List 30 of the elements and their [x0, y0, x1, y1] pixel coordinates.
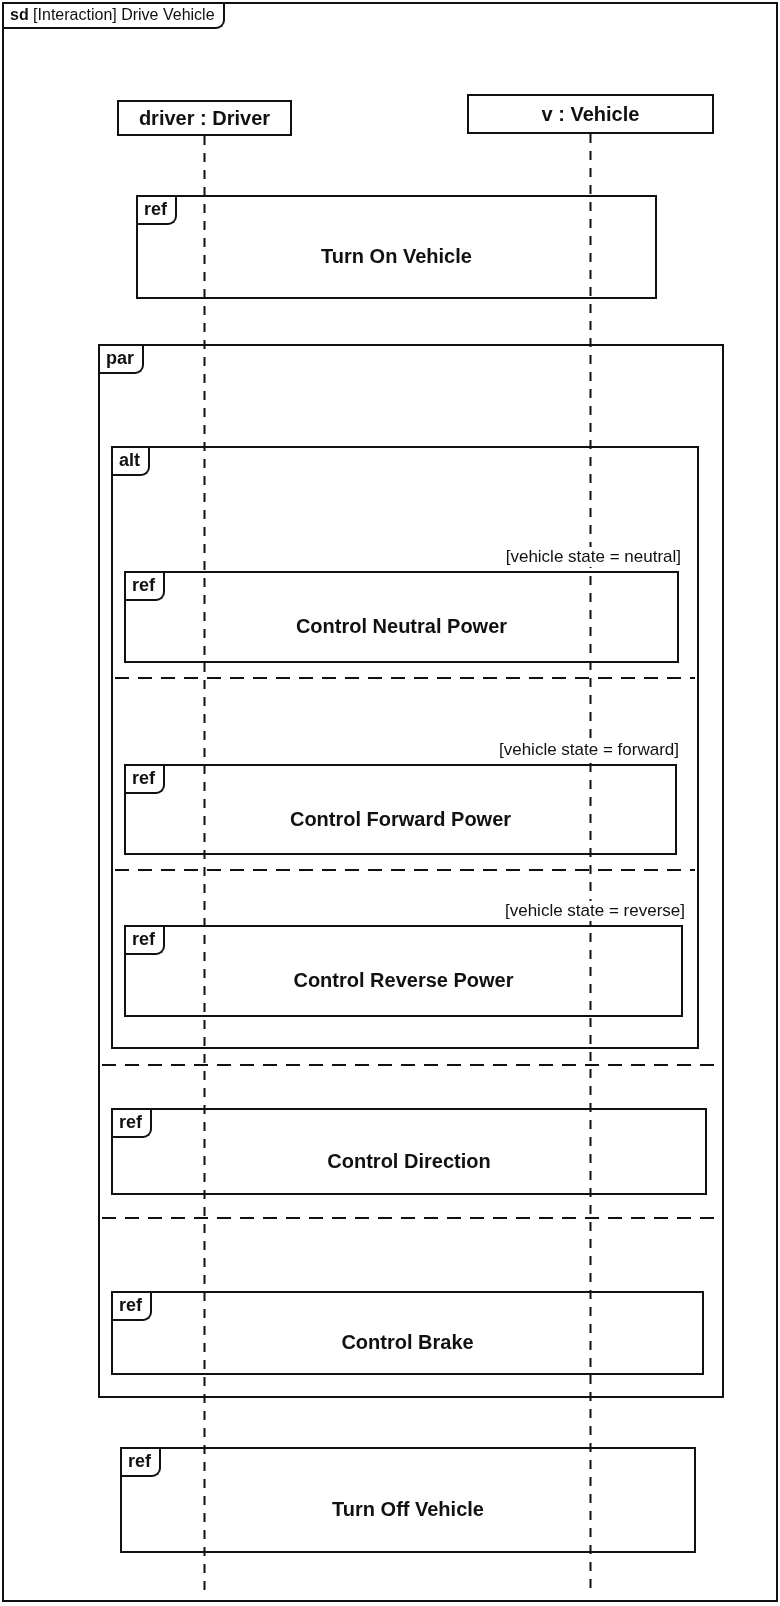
guard-condition: [vehicle state = reverse]: [503, 901, 687, 921]
interaction-use-box: [111, 1108, 707, 1195]
operator-label: ref: [138, 197, 177, 225]
interaction-name: Turn On Vehicle: [320, 245, 473, 268]
operator-label: ref: [113, 1293, 152, 1321]
interaction-use-box: [111, 1291, 704, 1375]
interaction-name: Turn Off Vehicle: [331, 1498, 485, 1521]
lifeline-head: [117, 100, 292, 136]
operator-label: par: [100, 346, 144, 374]
guard-condition: [vehicle state = forward]: [497, 740, 681, 760]
operator-label: ref: [126, 927, 165, 955]
operator-label: ref: [122, 1449, 161, 1477]
operator-label: alt: [113, 448, 150, 476]
operator-label: ref: [126, 573, 165, 601]
combined-fragment: [111, 446, 699, 1049]
interaction-use-box: [136, 195, 657, 299]
lifeline-head: [467, 94, 714, 134]
lifeline-name: driver : Driver: [138, 106, 271, 130]
interaction-name: Control Neutral Power: [294, 615, 509, 638]
guard-condition: [vehicle state = neutral]: [503, 547, 683, 567]
interaction-name: Control Forward Power: [288, 807, 513, 831]
frame-heading: sd [Interaction] Drive Vehicle: [4, 4, 225, 29]
combined-fragment: [98, 344, 724, 1398]
operator-label: ref: [113, 1110, 152, 1138]
operator-label: ref: [126, 766, 165, 794]
lifeline-name: v : Vehicle: [541, 102, 640, 126]
interaction-name: Control Reverse Power: [292, 969, 515, 992]
interaction-name: Control Brake: [340, 1331, 475, 1354]
interaction-use-box: [120, 1447, 696, 1553]
interaction-name: Control Direction: [326, 1149, 492, 1173]
